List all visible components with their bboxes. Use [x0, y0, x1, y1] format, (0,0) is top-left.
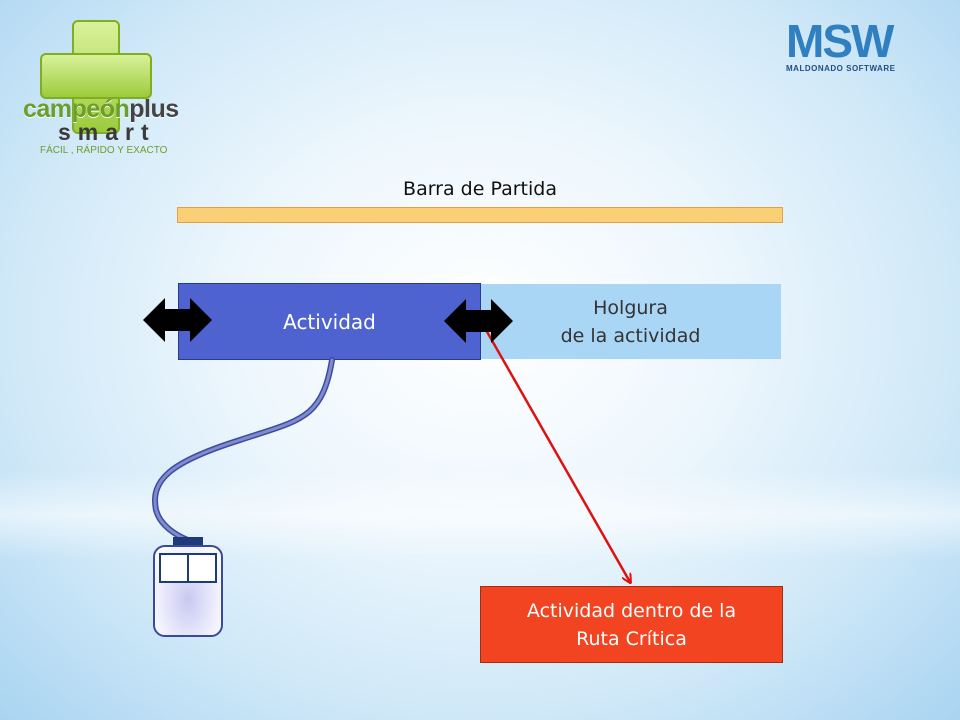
- mouse-cable-plug: [173, 537, 203, 546]
- mouse-icon: [153, 537, 223, 637]
- critical-activity-box: Actividad dentro de la Ruta Crítica: [480, 586, 783, 663]
- double-arrow-icon: [444, 299, 513, 343]
- msw-logo-mark: MSW: [786, 15, 894, 67]
- plus-cross-bar: [40, 53, 152, 99]
- logo-brand-accent: plus: [129, 95, 179, 123]
- logo-smart-text: smart: [58, 119, 156, 145]
- logo-tagline: FÁCIL , RÁPIDO Y EXACTO: [40, 145, 168, 156]
- critical-label-line2: Ruta Crítica: [576, 627, 687, 650]
- start-bar-label: Barra de Partida: [403, 178, 557, 200]
- msw-logo-subtitle: MALDONADO SOFTWARE: [786, 64, 896, 73]
- double-arrow-icon: [143, 298, 212, 342]
- activity-label: Actividad: [283, 309, 376, 334]
- msw-logo: MSW MALDONADO SOFTWARE: [786, 18, 938, 78]
- slack-label-line2: de la actividad: [560, 324, 701, 347]
- mouse-left-button: [159, 553, 189, 583]
- mouse-cable: [152, 357, 335, 543]
- slack-label-line1: Holgura: [593, 296, 668, 319]
- campeonplus-logo: campeónplus smart FÁCIL , RÁPIDO Y EXACT…: [20, 15, 220, 165]
- mouse-cable-highlight: [153, 358, 334, 542]
- logo-brand-text: campeónplus: [23, 95, 179, 124]
- mouse-right-button: [187, 553, 217, 583]
- logo-brand-main: campeón: [23, 95, 130, 123]
- slack-box: Holgura de la actividad: [480, 284, 781, 359]
- critical-label-line1: Actividad dentro de la: [526, 599, 737, 622]
- start-bar: [177, 207, 783, 223]
- critical-path-connector: [484, 329, 630, 582]
